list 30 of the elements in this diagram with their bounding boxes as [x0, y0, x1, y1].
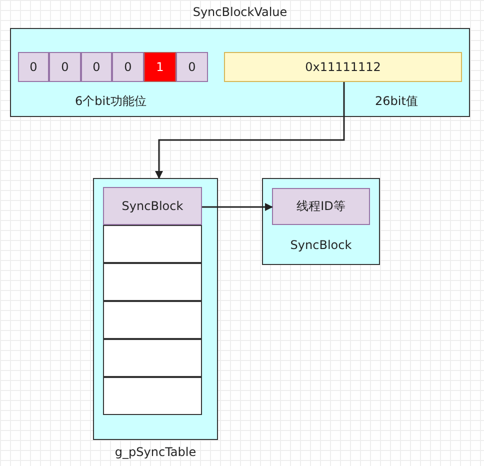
field-caption: 26bit值 — [375, 93, 418, 110]
memory-cell — [49, 52, 81, 82]
empty-cell — [103, 339, 202, 377]
arrow — [155, 82, 345, 179]
box-title: g_pSyncTable — [114, 445, 196, 459]
memory-cell — [112, 52, 144, 82]
cell-text: 1 — [156, 60, 164, 74]
field-caption: 6个bit功能位 — [75, 93, 146, 110]
memory-cell — [272, 188, 370, 225]
container-box — [262, 178, 380, 265]
memory-cell — [144, 52, 176, 82]
memory-cell — [103, 187, 202, 225]
memory-cell — [81, 52, 112, 82]
cell-text: 0 — [124, 60, 132, 74]
memory-cell — [18, 52, 49, 82]
box-title: SyncBlock — [290, 238, 352, 252]
box-title: SyncBlockValue — [192, 5, 288, 19]
cell-text: 0 — [188, 60, 196, 74]
empty-cell — [103, 301, 202, 339]
cell-text: 0x11111112 — [305, 60, 381, 74]
memory-cell — [176, 52, 208, 82]
empty-cell — [103, 263, 202, 301]
empty-cell — [103, 225, 202, 263]
cell-text: 0 — [92, 60, 100, 74]
cell-text: 0 — [30, 60, 38, 74]
cell-text: SyncBlock — [122, 199, 184, 213]
arrow — [202, 203, 273, 211]
cell-text: 0 — [61, 60, 69, 74]
empty-cell — [103, 377, 202, 415]
cell-text: 线程ID等 — [296, 198, 346, 215]
